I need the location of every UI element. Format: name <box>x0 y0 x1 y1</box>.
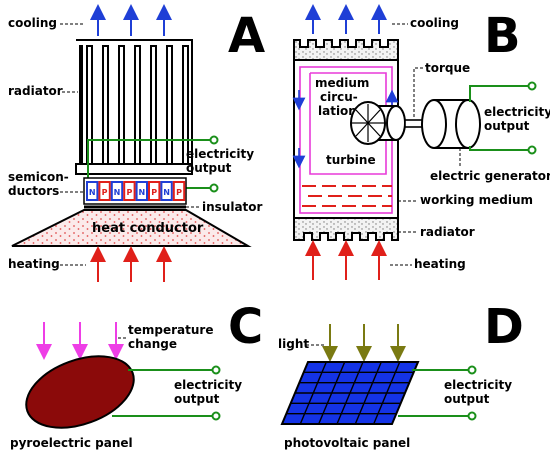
electricity-label-a-line2: output <box>186 161 232 175</box>
heating-arrows-b <box>305 240 387 280</box>
heat-conductor <box>11 209 252 247</box>
n-type-cell <box>110 181 124 201</box>
electricity-wires-c <box>112 369 214 417</box>
n-type-cell <box>135 181 149 201</box>
temperature-label-line1: temperature <box>128 323 213 337</box>
cell-label: P <box>102 188 108 197</box>
electricity-wires-d <box>398 369 470 417</box>
n-type-cell <box>86 181 99 201</box>
cell-label: N <box>114 188 121 197</box>
heat-conductor-label: heat conductor <box>92 221 204 236</box>
terminal-a-top <box>209 135 219 145</box>
panel-a-letter: A <box>228 8 265 64</box>
cell-label: N <box>138 188 145 197</box>
light-arrows <box>322 324 406 362</box>
electricity-wires-b <box>469 85 530 151</box>
pyroelectric-panel-label: pyroelectric panel <box>10 436 133 450</box>
temperature-label-line2: change <box>128 337 177 351</box>
torque-label: torque <box>425 61 470 75</box>
electricity-label-d-line2: output <box>444 392 490 406</box>
terminal-a-bottom <box>209 183 219 193</box>
top-radiator-b <box>293 39 399 61</box>
terminal-b-bottom <box>527 145 537 155</box>
semiconductors-label-line2: ductors <box>8 184 59 198</box>
radiator-label-b: radiator <box>420 225 475 239</box>
photovoltaic-panel-label: photovoltaic panel <box>284 436 410 450</box>
cooling-arrows-b <box>305 4 387 34</box>
electricity-label-c-line1: electricity <box>174 378 242 392</box>
p-type-cell <box>172 181 186 201</box>
terminal-d-bottom <box>467 411 477 421</box>
n-type-cell <box>160 181 173 201</box>
heating-arrows-a <box>90 246 172 282</box>
insulator-label: insulator <box>202 200 263 214</box>
turbine <box>350 101 406 145</box>
panel-b: B cooling medium circu- lation <box>292 4 550 280</box>
panel-d: D light electricity output p <box>278 299 524 450</box>
p-type-cell <box>98 181 111 201</box>
temperature-arrows <box>36 322 124 360</box>
electric-generator <box>421 99 481 149</box>
bottom-radiator-b <box>293 217 399 241</box>
terminal-c-bottom <box>211 411 221 421</box>
semiconductors-label-line1: semicon- <box>8 170 69 184</box>
turbine-label: turbine <box>326 153 376 167</box>
radiator-fins-a <box>76 39 193 173</box>
medium-label-line2: circu- <box>320 90 358 104</box>
p-type-cell <box>123 181 136 201</box>
panel-d-letter: D <box>484 299 524 355</box>
photovoltaic-grid <box>286 361 414 425</box>
working-medium-label: working medium <box>420 193 533 207</box>
cell-label: P <box>151 188 157 197</box>
generator-label: electric generator <box>430 169 550 183</box>
terminal-b-top <box>527 81 537 91</box>
radiator-base-a <box>75 163 193 175</box>
electricity-label-b-line2: output <box>484 119 530 133</box>
p-type-cell <box>148 181 161 201</box>
electricity-label-b-line1: electricity <box>484 105 550 119</box>
electricity-label-a-line1: electricity <box>186 147 254 161</box>
cooling-label-b: cooling <box>410 16 459 30</box>
heating-label-b: heating <box>414 257 466 271</box>
electricity-label-d-line1: electricity <box>444 378 512 392</box>
panel-c-letter: C <box>228 299 263 355</box>
pyroelectric-panel <box>25 355 135 429</box>
terminal-c-top <box>211 365 221 375</box>
cooling-arrows-a <box>90 4 172 36</box>
heating-label-a: heating <box>8 257 60 271</box>
cell-label: N <box>89 188 96 197</box>
panel-c: C temperature change electricity output … <box>10 299 263 450</box>
panel-b-letter: B <box>484 8 521 64</box>
cell-label: N <box>163 188 170 197</box>
radiator-label-a: radiator <box>8 84 63 98</box>
medium-label-line3: lation <box>318 104 357 118</box>
medium-label-line1: medium <box>315 76 369 90</box>
working-medium <box>302 185 392 207</box>
electricity-label-c-line2: output <box>174 392 220 406</box>
torque-leader <box>413 67 423 118</box>
light-label: light <box>278 337 309 351</box>
cell-label: P <box>126 188 132 197</box>
cooling-label-a: cooling <box>8 16 57 30</box>
cell-label: P <box>176 188 182 197</box>
terminal-d-top <box>467 365 477 375</box>
